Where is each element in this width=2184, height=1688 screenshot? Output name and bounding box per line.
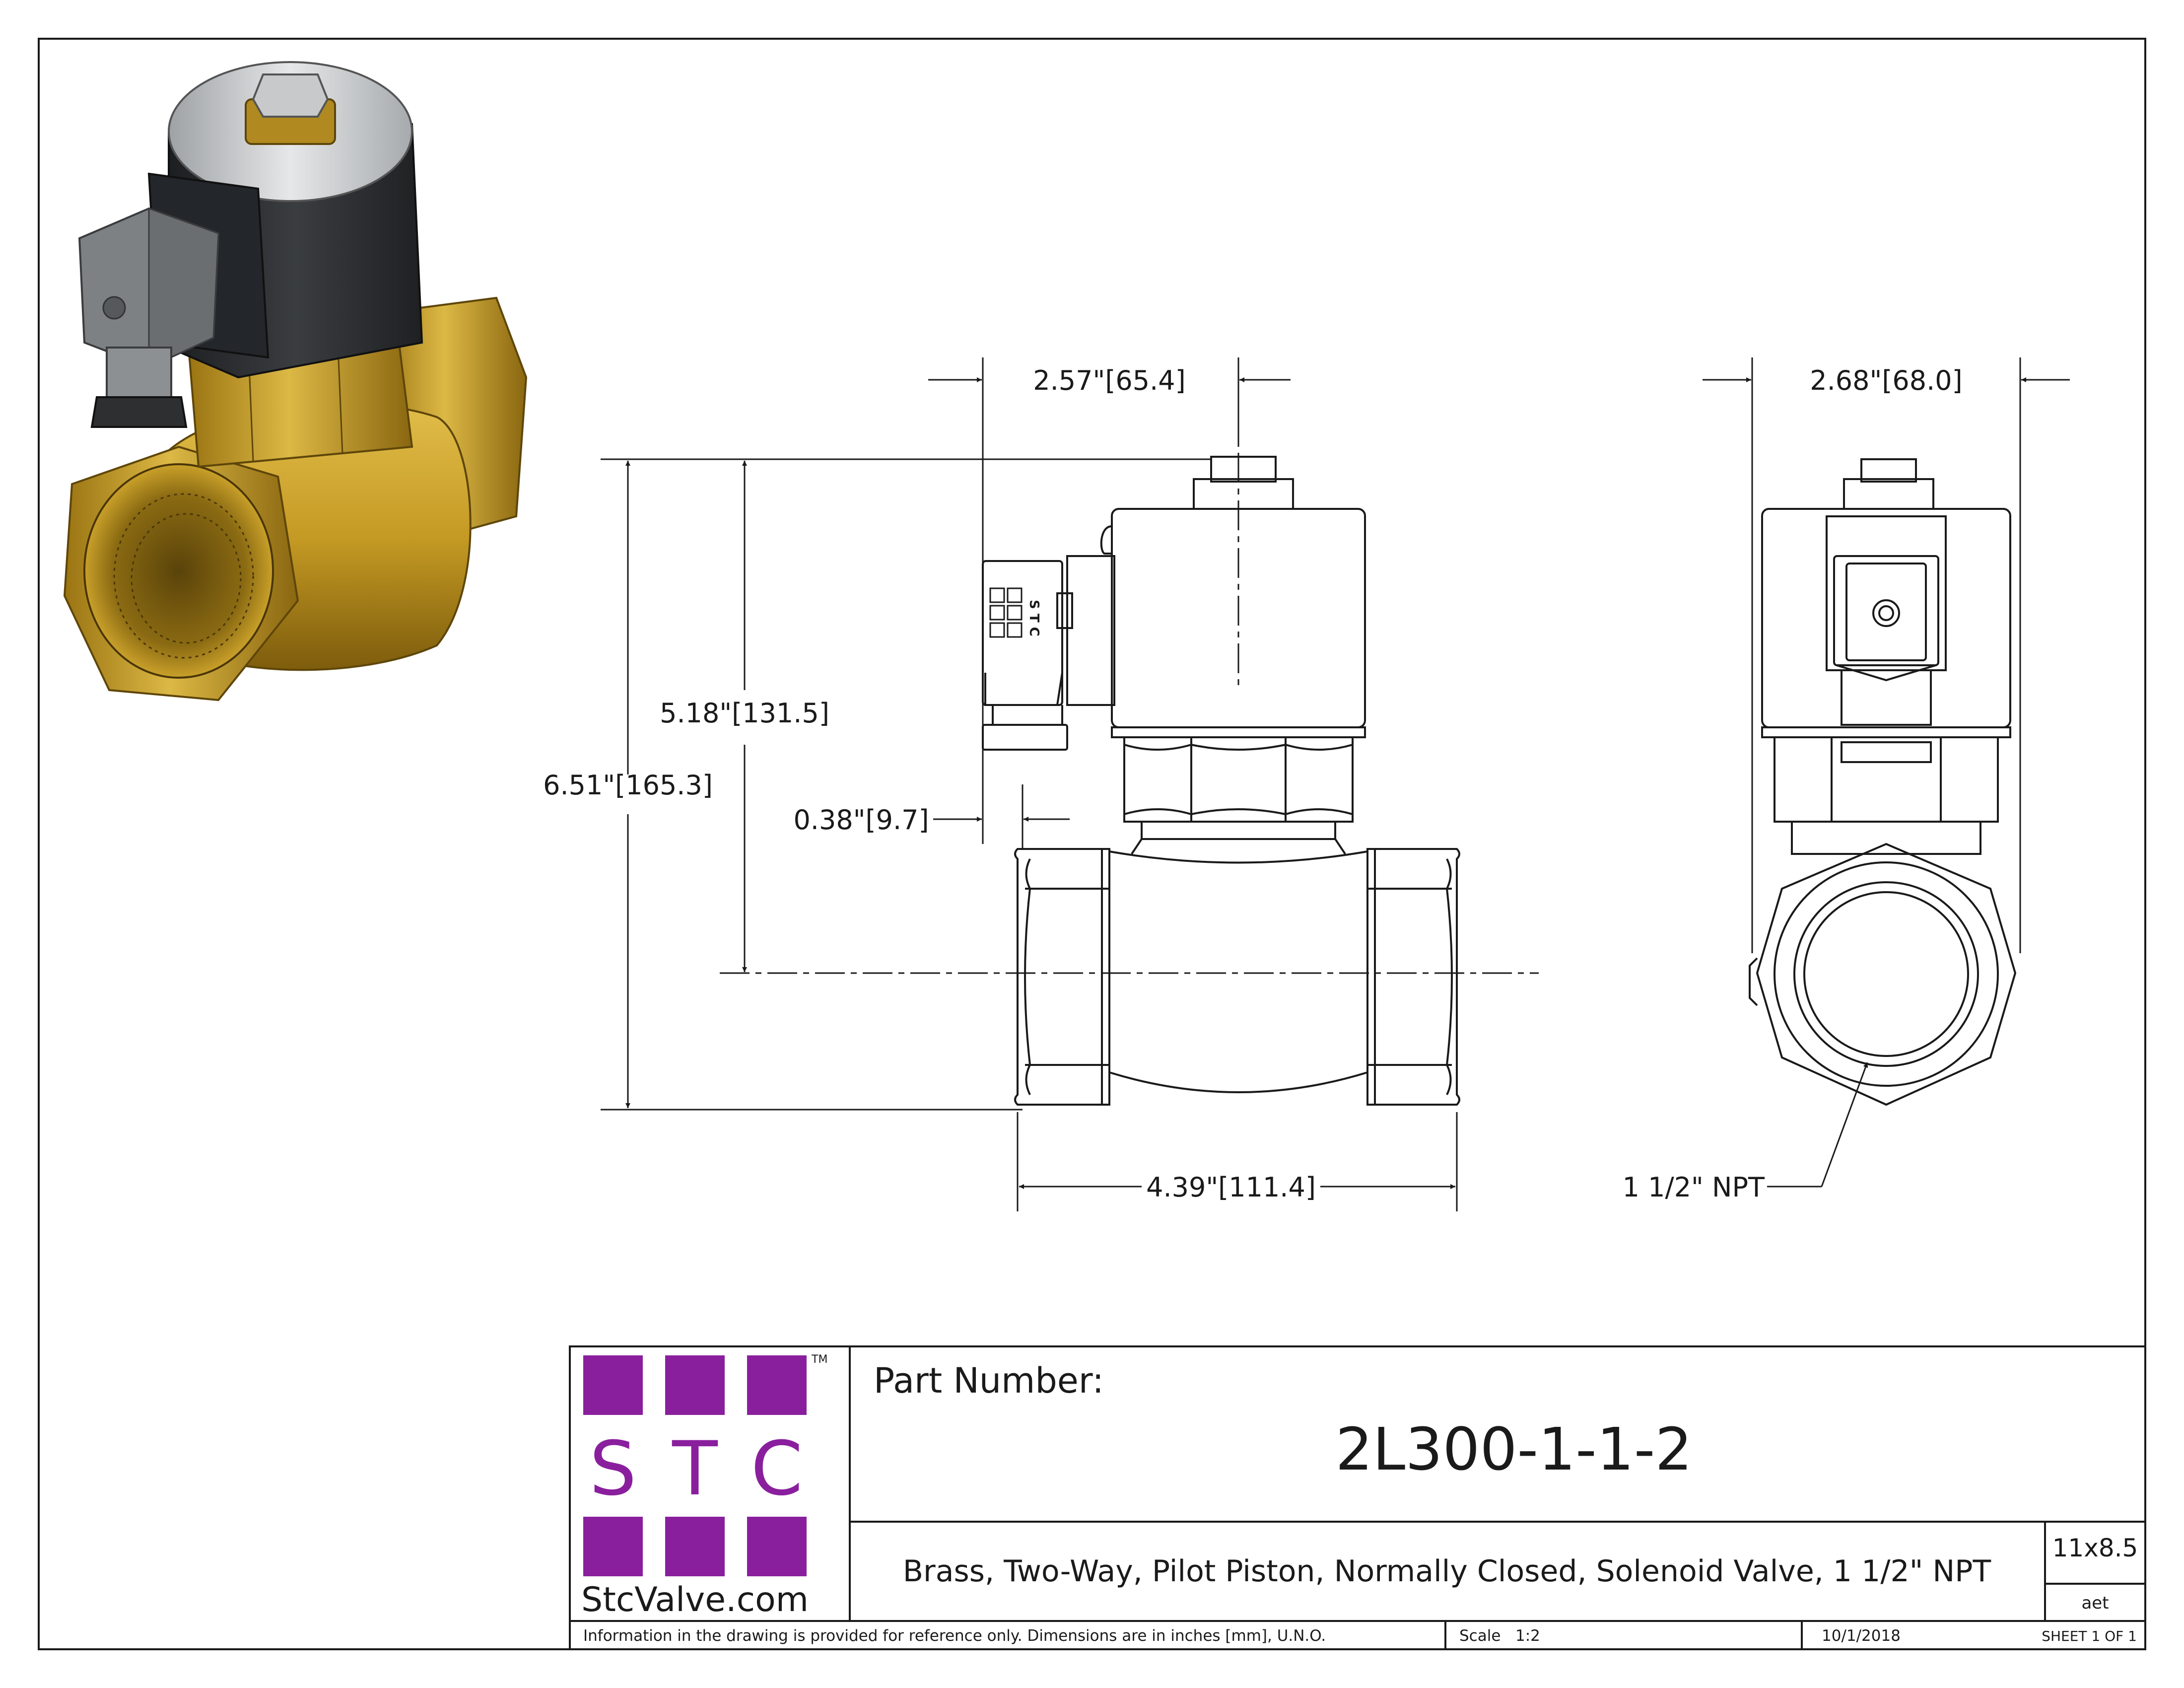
logo-letter-c: C bbox=[751, 1426, 803, 1512]
part-description: Brass, Two-Way, Pilot Piston, Normally C… bbox=[903, 1554, 1991, 1589]
connector-marking bbox=[989, 587, 1023, 638]
logo-website: StcValve.com bbox=[581, 1580, 809, 1619]
dim-connector-offset: 0.38"[9.7] bbox=[793, 804, 929, 836]
dim-total-height: 6.51"[165.3] bbox=[543, 770, 713, 801]
scale: Scale 1:2 bbox=[1459, 1627, 1540, 1645]
connector-marking-label: S T C bbox=[1026, 600, 1041, 636]
side-view bbox=[1749, 458, 2017, 1106]
dimension-texts: 2.57"[65.4] 2.68"[68.0] 6.51"[165.3] 5.1… bbox=[543, 365, 1963, 1203]
drawn-by: aet bbox=[2081, 1593, 2109, 1613]
dim-port-callout: 1 1/2" NPT bbox=[1623, 1172, 1765, 1203]
drawing-date: 10/1/2018 bbox=[1822, 1627, 1901, 1645]
sheet-number: SHEET 1 OF 1 bbox=[2042, 1628, 2137, 1644]
dim-body-length: 4.39"[111.4] bbox=[1146, 1172, 1316, 1203]
disclaimer: Information in the drawing is provided f… bbox=[583, 1627, 1326, 1645]
logo-letter-s: S bbox=[589, 1426, 636, 1512]
logo-letter-t: T bbox=[672, 1426, 718, 1512]
part-number-label: Part Number: bbox=[874, 1360, 1104, 1401]
dim-center-height: 5.18"[131.5] bbox=[660, 698, 829, 729]
part-number: 2L300-1-1-2 bbox=[1335, 1415, 1692, 1483]
sheet-size: 11x8.5 bbox=[2052, 1534, 2138, 1562]
dim-coil-offset: 2.57"[65.4] bbox=[1033, 365, 1185, 396]
dim-side-width: 2.68"[68.0] bbox=[1810, 365, 1962, 396]
isometric-valve-render bbox=[63, 61, 528, 702]
centerlines-front bbox=[720, 357, 1539, 974]
logo-trademark: TM bbox=[811, 1353, 827, 1366]
dimension-lines bbox=[601, 357, 2070, 1211]
front-view bbox=[982, 456, 1460, 1106]
stc-logo: S T C TM StcValve.com bbox=[581, 1353, 827, 1619]
title-block bbox=[569, 1345, 2146, 1650]
